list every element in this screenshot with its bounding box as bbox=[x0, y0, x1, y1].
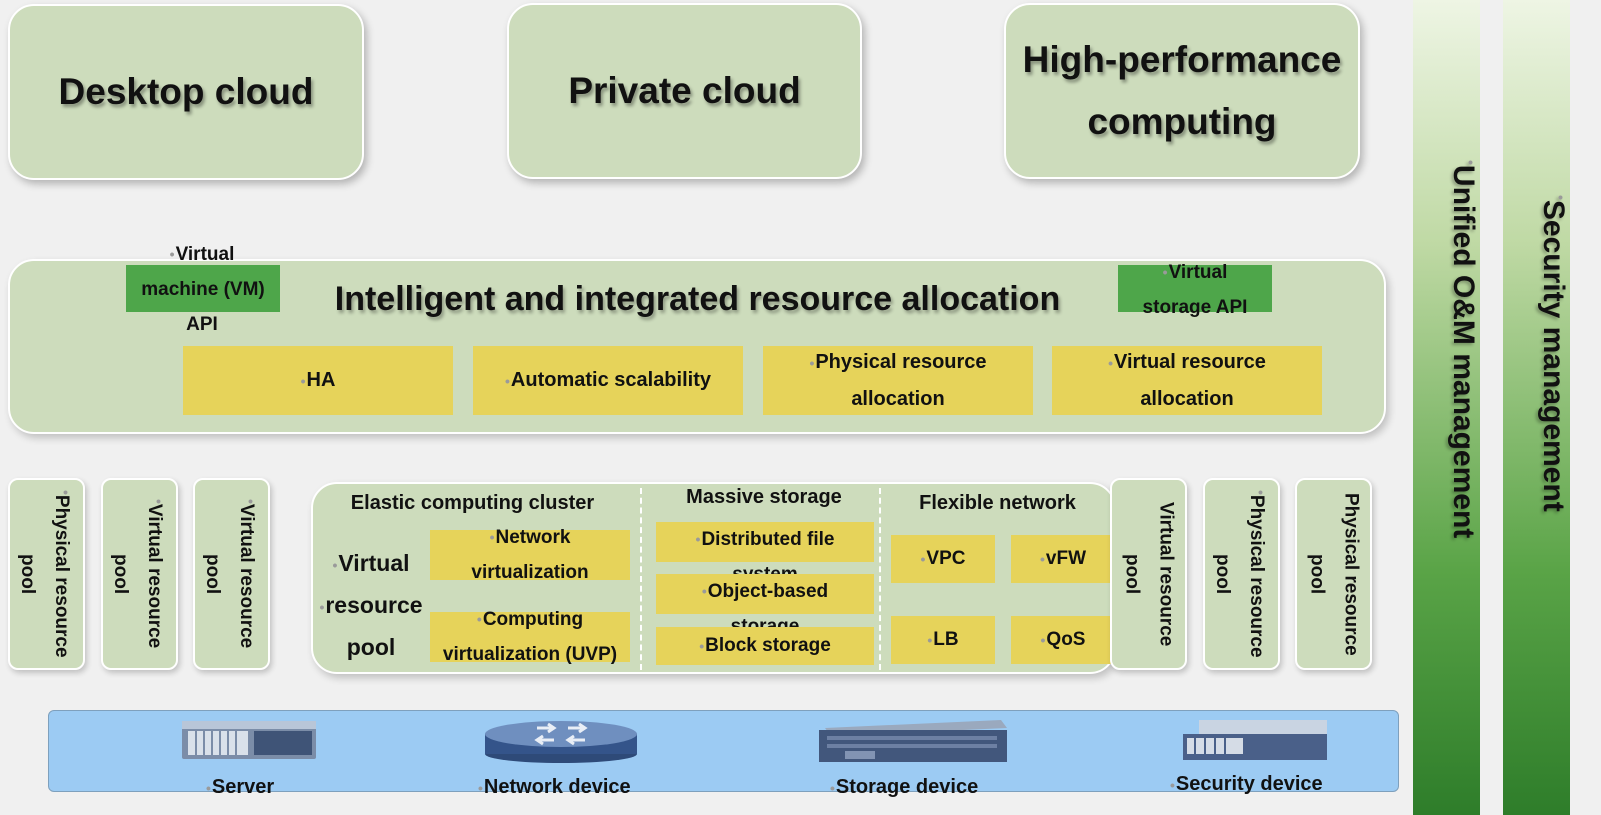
security-device-icon bbox=[1183, 720, 1327, 760]
vfw-box: vFW bbox=[1011, 535, 1115, 583]
storage-api-tag bbox=[1118, 265, 1272, 312]
right-pool-3: Physical resource pool bbox=[1295, 478, 1372, 670]
vm-api-line1: Virtual bbox=[150, 237, 254, 272]
vpc-box: VPC bbox=[891, 535, 995, 583]
right-pool-1-label: Virtual resource pool bbox=[1121, 501, 1177, 647]
left-pool-1: Physical resource pool bbox=[8, 478, 85, 670]
hpc-card: High-performance computing bbox=[1004, 3, 1360, 179]
security-management-bar: Security management bbox=[1503, 0, 1570, 815]
storage-api-line1: Virtual bbox=[1118, 255, 1272, 290]
virtual-resource-pool-label: Virtual resource pool bbox=[312, 543, 430, 667]
left-pool-3: Virtual resource pool bbox=[193, 478, 270, 670]
hpc-label-line2: computing bbox=[1087, 101, 1277, 142]
storage-device-icon bbox=[819, 720, 1007, 762]
object-storage-box: Object-based storage bbox=[656, 574, 874, 637]
security-management-label: Security management bbox=[1503, 195, 1570, 512]
security-device-label: Security device bbox=[1170, 773, 1323, 796]
allocation-title: Intelligent and integrated resource allo… bbox=[334, 280, 1061, 318]
qos-box: QoS bbox=[1011, 616, 1115, 664]
desktop-cloud-label: Desktop cloud bbox=[58, 71, 314, 112]
vm-api-tag bbox=[126, 265, 280, 312]
right-pool-2-label: Physical resource pool bbox=[1205, 484, 1278, 664]
distributed-fs-box: Distributed file system bbox=[656, 522, 874, 585]
storage-api-line2: storage API bbox=[1142, 297, 1248, 318]
left-pool-2-label: Virtual resource pool bbox=[103, 484, 176, 664]
right-pool-3-label: Physical resource pool bbox=[1306, 492, 1362, 656]
feature-physical-resource-allocation: Physical resource allocation bbox=[763, 346, 1033, 415]
feature-ha: HA bbox=[183, 346, 453, 415]
compute-heading: Elastic computing cluster bbox=[350, 492, 595, 514]
storage-heading: Massive storage bbox=[686, 486, 842, 508]
feature-virtual-resource-allocation: Virtual resource allocation bbox=[1052, 346, 1322, 415]
vm-api-line3: API bbox=[186, 314, 218, 335]
right-pool-2: Physical resource pool bbox=[1203, 478, 1280, 670]
storage-device-label: Storage device bbox=[830, 776, 978, 799]
left-pool-2: Virtual resource pool bbox=[101, 478, 178, 670]
hpc-label-line1: High-performance bbox=[1022, 39, 1342, 80]
vm-api-line2: machine (VM) bbox=[141, 279, 265, 300]
left-pool-1-label: Physical resource pool bbox=[10, 484, 83, 664]
left-pool-3-label: Virtual resource pool bbox=[195, 484, 268, 664]
network-device-icon bbox=[485, 721, 637, 763]
network-device-label: Network device bbox=[478, 776, 631, 799]
divider-2 bbox=[879, 488, 881, 670]
feature-automatic-scalability: Automatic scalability bbox=[473, 346, 743, 415]
lb-box: LB bbox=[891, 616, 995, 664]
network-heading: Flexible network bbox=[919, 492, 1076, 514]
right-pool-1: Virtual resource pool bbox=[1110, 478, 1187, 670]
private-cloud-label: Private cloud bbox=[568, 70, 801, 111]
om-management-bar: Unified O&M management bbox=[1413, 0, 1480, 815]
om-management-label: Unified O&M management bbox=[1413, 160, 1480, 538]
server-icon bbox=[182, 721, 316, 759]
server-label: Server bbox=[206, 776, 274, 799]
desktop-cloud-card: Desktop cloud bbox=[8, 4, 364, 180]
block-storage-box: Block storage bbox=[656, 627, 874, 665]
computing-virtualization-box: Computing virtualization (UVP) bbox=[430, 609, 630, 665]
divider-1 bbox=[640, 488, 642, 670]
private-cloud-card: Private cloud bbox=[507, 3, 862, 179]
network-virtualization-box: Network virtualization bbox=[430, 527, 630, 583]
